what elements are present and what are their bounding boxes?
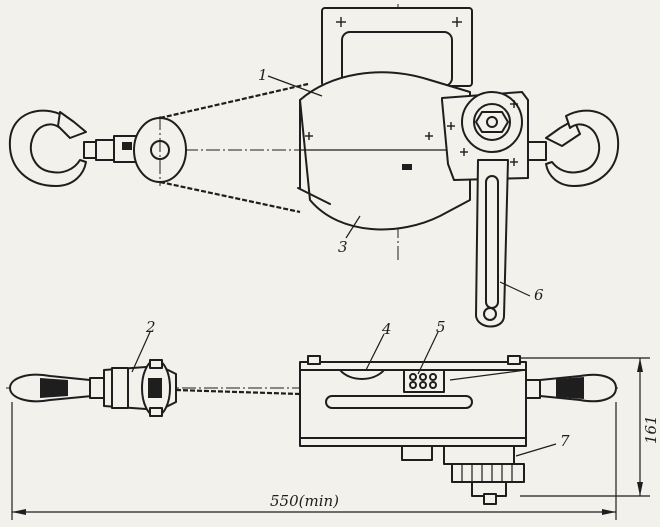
dimension-height-label: 161 [642,415,660,444]
right-hook [527,109,620,187]
label-part-3: 3 [338,238,348,256]
bottom-right-hook [525,373,617,403]
label-part-6: 6 [534,286,544,304]
top-view [8,4,620,328]
left-pulley-block [95,116,187,186]
bottom-view [6,355,650,520]
bottom-housing [299,355,527,447]
label-part-2: 2 [145,318,156,336]
dimension-length-label: 550(min) [270,492,339,510]
ratchet-block [441,91,529,181]
bottom-rope [175,388,301,396]
dimension-length [11,402,617,520]
label-part-4: 4 [381,320,392,338]
dimension-height [520,357,650,497]
bottom-ratchet-assembly [401,445,525,505]
label-part-1: 1 [258,66,268,84]
leader-lines [131,75,557,457]
lower-rope [159,180,301,214]
bottom-left-hook [9,373,105,403]
bottom-shackle-pulley [103,359,177,417]
label-part-5: 5 [436,318,446,336]
lever-housing [297,71,471,231]
upper-rope [159,82,309,120]
label-part-7: 7 [560,432,570,450]
operating-handle [475,159,509,328]
left-hook [8,109,99,187]
